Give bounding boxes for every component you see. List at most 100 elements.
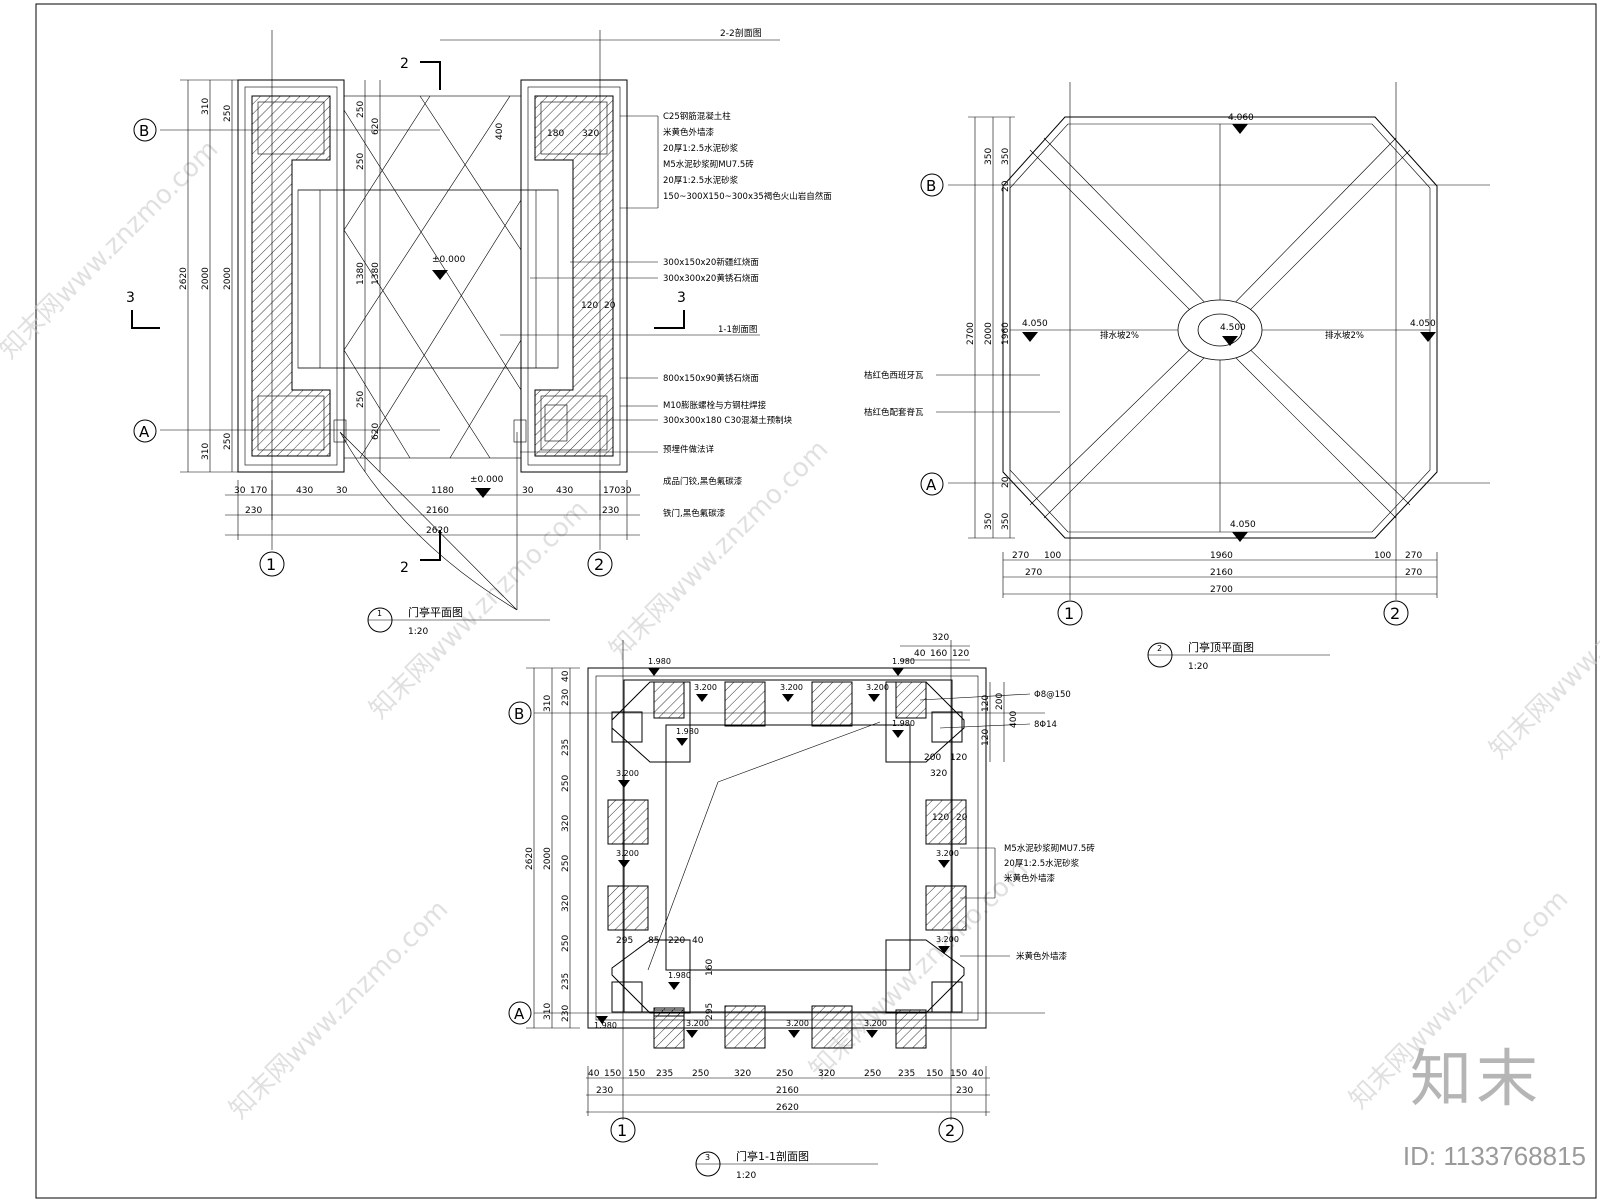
note-text: 20厚1:2.5水泥砂浆 xyxy=(663,175,739,186)
dim-label: 250 xyxy=(561,775,571,792)
dim-label: 150 xyxy=(628,1069,645,1079)
dim-label: 40 xyxy=(972,1069,984,1079)
plan-2-scale: 1:20 xyxy=(1188,662,1208,672)
dim-label: 2000 xyxy=(984,322,994,345)
elev-label: 1.980 xyxy=(892,657,915,666)
dim-label: 20 xyxy=(956,813,968,823)
dim-label: 1380 xyxy=(371,262,381,285)
elev-label: 1.980 xyxy=(892,719,915,728)
brand-logo: 知末 xyxy=(1409,1042,1542,1115)
dim-label: 270 xyxy=(1025,568,1042,578)
dim-label: 40 xyxy=(692,936,704,946)
roof-axis-1-label: 1 xyxy=(1064,604,1074,623)
roof-elevation-center: 4.500 xyxy=(1220,323,1246,333)
floor-elevation-label: ±0.000 xyxy=(432,255,466,265)
dim-label: 230 xyxy=(561,689,571,706)
dim-label: 30 xyxy=(522,486,534,496)
dim-label: 120 xyxy=(950,753,967,763)
dim-label: 100 xyxy=(1374,551,1391,561)
section-axis-a-label: A xyxy=(514,1005,525,1023)
dim-label: 40 xyxy=(588,1069,600,1079)
section-axis-2-label: 2 xyxy=(945,1121,955,1140)
note-text: 预埋件做法详 xyxy=(663,444,715,455)
roof-elevation-right: 4.050 xyxy=(1410,319,1436,329)
axis-2-label: 2 xyxy=(594,555,604,574)
dim-label: 1960 xyxy=(1210,551,1233,561)
dim-label: 230 xyxy=(956,1086,973,1096)
dim-label: 320 xyxy=(582,129,599,139)
dim-label: 1180 xyxy=(431,486,454,496)
dim-label: 350 xyxy=(984,513,994,530)
axis-2-bubble xyxy=(587,551,613,577)
note-text: 桔红色配套脊瓦 xyxy=(864,407,924,418)
dim-label: 2160 xyxy=(776,1086,799,1096)
dim-label: 250 xyxy=(776,1069,793,1079)
dim-label: 2700 xyxy=(966,322,976,345)
dim-label: 20 xyxy=(1001,180,1011,192)
dim-label: 230 xyxy=(602,506,619,516)
dim-label: 400 xyxy=(495,123,505,140)
dim-label: 200 xyxy=(924,753,941,763)
dim-label: 2620 xyxy=(525,847,535,870)
dim-total-2620: 2620 xyxy=(179,267,189,290)
axis-a-bubble xyxy=(133,419,157,443)
dim-label: 40 xyxy=(914,649,926,659)
dim-label: 310 xyxy=(543,695,553,712)
note-text: M5水泥砂浆砌MU7.5砖 xyxy=(663,159,754,170)
dim-label: 350 xyxy=(984,148,994,165)
dim-label: 320 xyxy=(818,1069,835,1079)
elev-label: 3.200 xyxy=(694,683,717,692)
note-text: 800x150x90黄锈石烧面 xyxy=(663,373,759,384)
dim-label: 2620 xyxy=(776,1103,799,1113)
dim-label: 40 xyxy=(561,670,571,682)
dim-label: 250 xyxy=(356,153,366,170)
plan-3-title: 门亭1-1剖面图 xyxy=(736,1149,809,1163)
watermarks: 知末网www.znzmo.com 知末网www.znzmo.com 知末网www… xyxy=(0,134,1600,1125)
watermark-text: 知末网www.znzmo.com xyxy=(0,134,224,365)
dim-label: 2000 xyxy=(223,267,233,290)
dim-label: 310 xyxy=(201,98,211,115)
dim-label: 295 xyxy=(705,1003,715,1020)
dim-label: 270 xyxy=(1012,551,1029,561)
note-text: C25钢筋混凝土柱 xyxy=(663,111,731,122)
dim-label: 320 xyxy=(561,815,571,832)
note-text: 米黄色外墙漆 xyxy=(1004,873,1056,884)
dim-label: 120 xyxy=(952,649,969,659)
dim-label: 30 xyxy=(234,486,246,496)
plan-3-scale: 1:20 xyxy=(736,1171,756,1181)
cut-3-left-label: 3 xyxy=(126,290,135,306)
axis-b-label: B xyxy=(139,122,149,140)
roof-axis-a-label: A xyxy=(926,476,937,494)
dim-label: 200 xyxy=(995,693,1005,710)
dim-label: 150 xyxy=(604,1069,621,1079)
title-number: 1 xyxy=(377,609,382,618)
elev-label: 1.980 xyxy=(668,971,691,980)
elev-label: 3.200 xyxy=(866,683,889,692)
dim-label: 120 xyxy=(981,695,991,712)
dim-label: 430 xyxy=(296,486,313,496)
dim-label: 30 xyxy=(336,486,348,496)
dim-label: 230 xyxy=(596,1086,613,1096)
dim-label: 30 xyxy=(620,486,632,496)
plan-1-title: 门亭平面图 xyxy=(408,605,463,619)
dim-label: 2000 xyxy=(543,847,553,870)
dim-label: 1960 xyxy=(1001,322,1011,345)
dim-label: 20 xyxy=(1001,476,1011,488)
plan-1-gate-plan: B A 1 2 2 2 2-2剖面图 3 3 ±0.000 ±0.000 xyxy=(126,27,832,637)
section-axis-1-label: 1 xyxy=(617,1121,627,1140)
axis-1-bubble xyxy=(259,551,285,577)
elev-label: 3.200 xyxy=(786,1019,809,1028)
slope-label: 排水坡2% xyxy=(1100,330,1139,341)
dim-label: 170 xyxy=(603,486,620,496)
elev-label: 3.200 xyxy=(780,683,803,692)
note-text: 米黄色外墙漆 xyxy=(663,127,715,138)
note-text: 铁门,黑色氟碳漆 xyxy=(663,508,726,519)
dim-label: 350 xyxy=(1001,148,1011,165)
dim-label: 620 xyxy=(371,423,381,440)
note-text: 300x300x180 C30混凝土预制块 xyxy=(663,415,793,426)
axis-b-bubble xyxy=(133,118,157,142)
dim-label: 2160 xyxy=(426,506,449,516)
dim-label: 350 xyxy=(1001,513,1011,530)
cut-2-bottom-label: 2 xyxy=(400,560,409,576)
